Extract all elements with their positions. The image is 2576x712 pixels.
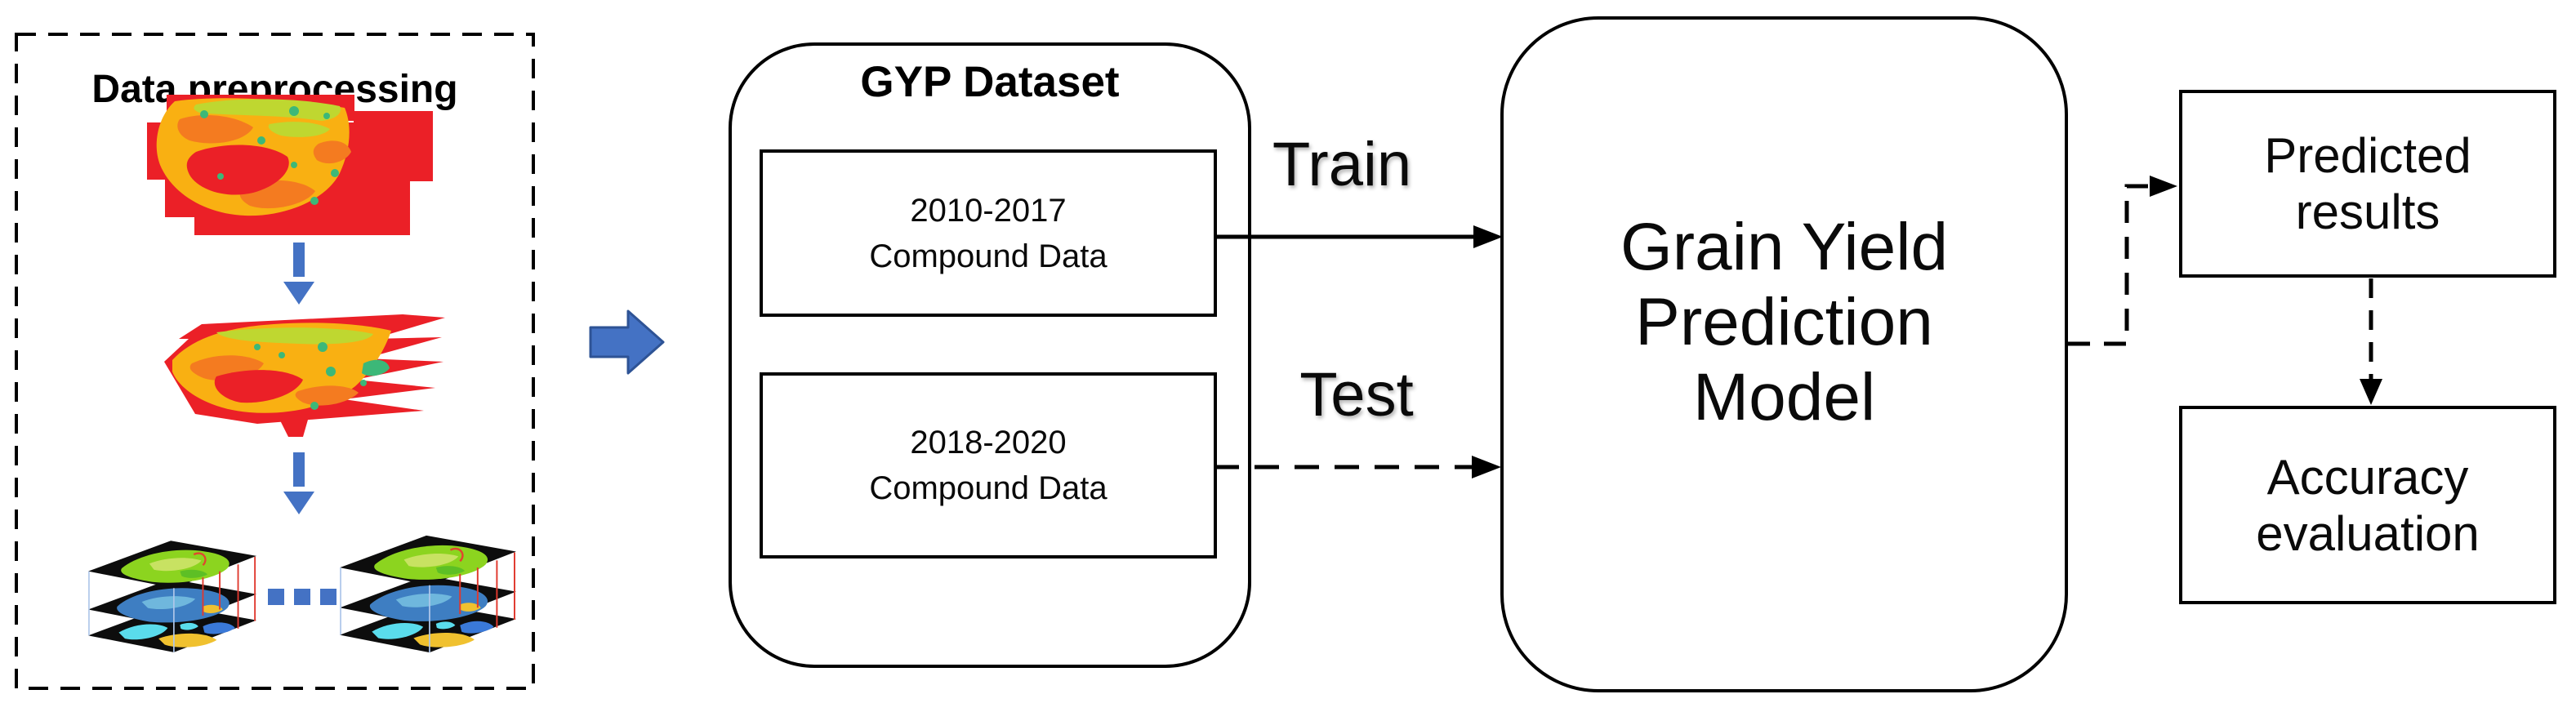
right-arrow-icon xyxy=(589,309,665,375)
satellite-layers-image xyxy=(164,314,445,437)
train-data-type: Compound Data xyxy=(869,238,1108,274)
accuracy-evaluation-box: Accuracy evaluation xyxy=(2179,406,2556,604)
test-flow-label: Test xyxy=(1299,360,1414,429)
test-arrow xyxy=(1214,456,1501,478)
test-data-type: Compound Data xyxy=(869,470,1108,506)
data-preprocessing-panel: Data preprocessing xyxy=(15,33,535,690)
train-data-box: 2010-2017 Compound Data xyxy=(760,149,1217,317)
prediction-model-title: Grain Yield Prediction Model xyxy=(1620,210,1949,434)
down-arrow-icon xyxy=(283,243,314,305)
raster-stack-image xyxy=(88,540,256,654)
gyp-dataset-container xyxy=(729,42,1251,668)
test-data-period: 2018-2020 xyxy=(910,425,1067,461)
gyp-dataset-title: GYP Dataset xyxy=(860,58,1120,106)
train-arrow xyxy=(1217,225,1503,248)
train-data-period: 2010-2017 xyxy=(910,192,1067,229)
model-output-connector xyxy=(2068,176,2177,346)
down-arrow-icon xyxy=(283,452,314,514)
test-data-box: 2018-2020 Compound Data xyxy=(760,372,1217,558)
satellite-mosaic-image xyxy=(147,95,433,235)
predicted-results-box: Predicted results xyxy=(2179,90,2556,278)
predicted-to-accuracy-arrow xyxy=(2360,278,2382,405)
ellipsis-dots-icon xyxy=(268,589,336,605)
raster-stack-image xyxy=(338,534,518,654)
train-flow-label: Train xyxy=(1272,130,1412,199)
prediction-model-box xyxy=(1500,16,2068,692)
dashed-panel-border xyxy=(15,33,535,690)
